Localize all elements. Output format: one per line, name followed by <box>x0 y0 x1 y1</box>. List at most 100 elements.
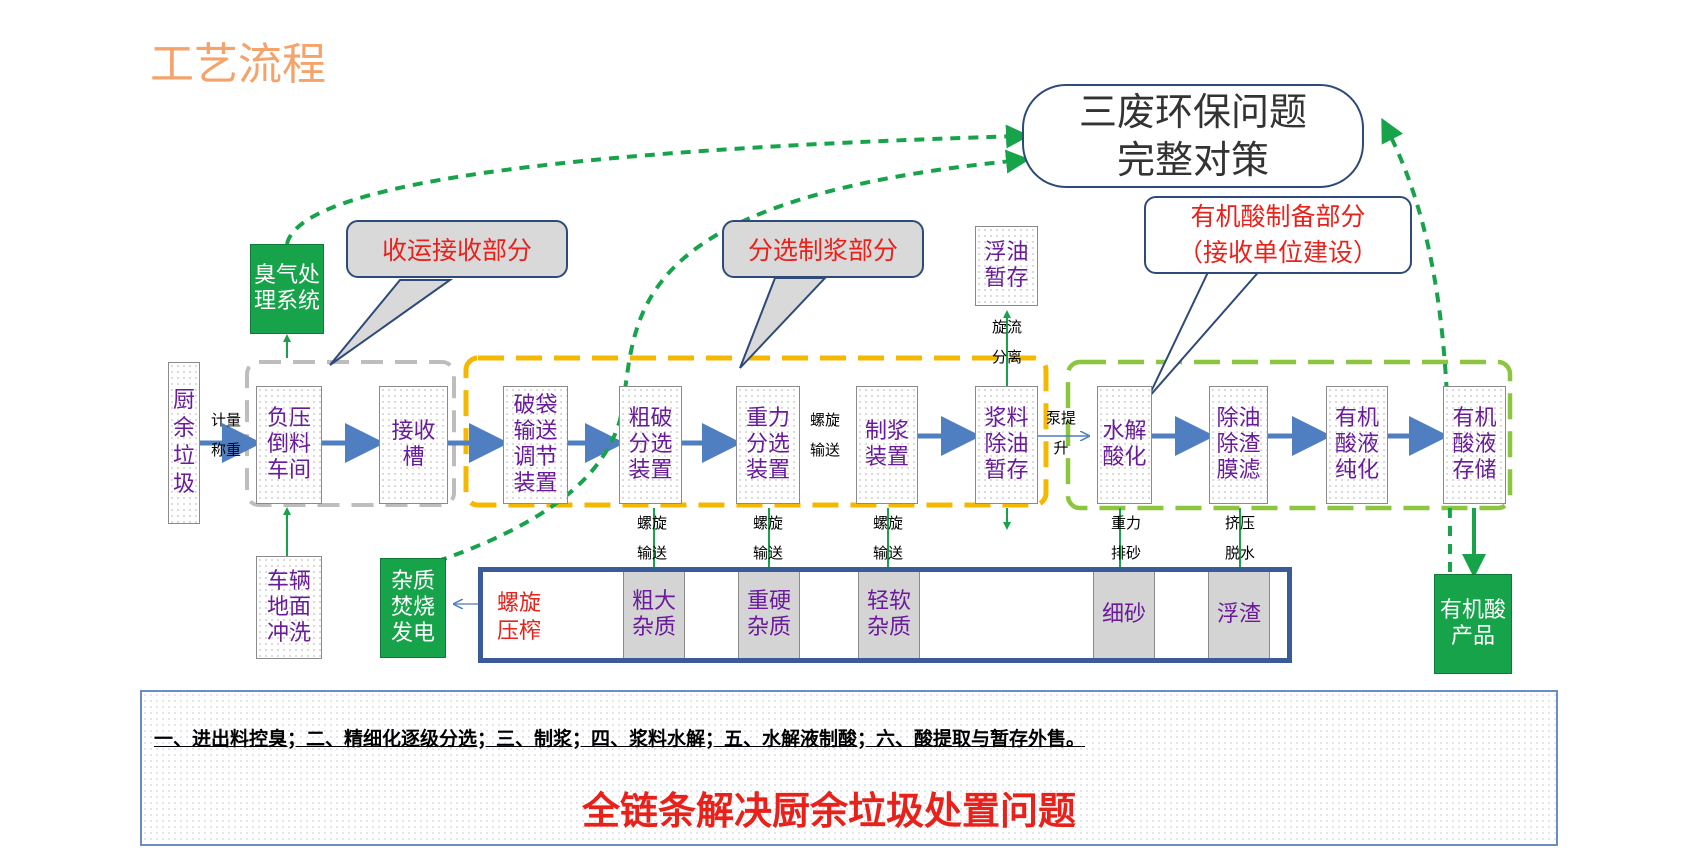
label-line: 旋流 <box>991 318 1022 336</box>
label-line: 升 <box>1053 439 1069 457</box>
node-text: 地面 <box>266 594 311 620</box>
node-text: 厨 <box>172 388 195 413</box>
node-text: 车间 <box>266 458 311 483</box>
node-text: 车辆 <box>266 568 311 594</box>
callout-sorting: 分选制浆部分 <box>722 220 924 278</box>
node-text: 有机 <box>1452 406 1497 431</box>
region-sorting <box>463 355 1049 508</box>
label-line: 输送 <box>752 544 783 562</box>
page-title: 工艺流程 <box>150 39 326 90</box>
label-line: 输送 <box>872 544 903 562</box>
node-text: 除油 <box>1216 406 1261 431</box>
label-pump-lift: 泵提 升 <box>1042 403 1080 463</box>
node-text: 臭气处 <box>253 263 320 288</box>
impurity-text: 浮渣 <box>1216 602 1261 627</box>
node-incineration: 杂质 焚烧 发电 <box>380 558 446 658</box>
press-line2: 压榨 <box>497 619 542 644</box>
node-hydrolysis: 水解 酸化 <box>1097 386 1152 504</box>
node-acid-storage: 有机 酸液 存储 <box>1443 386 1506 504</box>
node-text: 有机酸 <box>1439 598 1506 623</box>
node-text: 分选 <box>745 432 790 457</box>
node-text: 槽 <box>402 445 425 470</box>
node-text: 水解 <box>1102 419 1147 444</box>
node-text: 酸化 <box>1102 445 1147 470</box>
label-line: 输送 <box>809 441 840 459</box>
node-text: 发电 <box>390 621 435 646</box>
node-receiving-tank: 接收 槽 <box>379 386 448 504</box>
node-text: 装置 <box>864 445 909 470</box>
node-text: 存储 <box>1452 458 1497 483</box>
slogan-text: 全链条解决厨余垃圾处置问题 <box>582 788 1077 833</box>
node-float-oil-storage: 浮油 暂存 <box>975 226 1038 306</box>
label-line: 重力 <box>1110 514 1141 532</box>
node-coarse-sorting: 粗破 分选 装置 <box>619 386 682 504</box>
node-acid-purification: 有机 酸液 纯化 <box>1326 386 1388 504</box>
impurity-fine-sand: 细砂 <box>1093 572 1155 658</box>
summary-panel: 一、进出料控臭；二、精细化逐级分选；三、制浆；四、浆料水解；五、水解液制酸；六、… <box>140 690 1558 846</box>
node-text: 焚烧 <box>390 595 435 620</box>
impurity-light: 轻软 杂质 <box>858 572 920 658</box>
node-text: 杂质 <box>390 569 435 594</box>
impurity-text: 轻软 <box>866 589 911 614</box>
label-line: 分离 <box>991 348 1022 366</box>
node-unloading-room: 负压 倒料 车间 <box>256 386 322 504</box>
node-text: 分选 <box>628 432 673 457</box>
node-text: 产品 <box>1450 624 1495 649</box>
label-squeeze-dewater: 挤压 脱水 <box>1218 508 1262 568</box>
node-text: 装置 <box>628 458 673 483</box>
node-text: 膜滤 <box>1216 458 1261 483</box>
node-text: 负压 <box>266 406 311 431</box>
node-text: 酸液 <box>1452 432 1497 457</box>
node-text: 制浆 <box>864 419 909 444</box>
summary-text: 一、进出料控臭；二、精细化逐级分选；三、制浆；四、浆料水解；五、水解液制酸；六、… <box>154 728 1086 750</box>
node-text: 纯化 <box>1334 458 1379 483</box>
node-text: 浮油 <box>984 240 1029 265</box>
node-text: 装置 <box>513 471 558 496</box>
node-text: 余 <box>172 416 195 441</box>
node-text: 重力 <box>745 406 790 431</box>
node-slurry-storage: 浆料 除油 暂存 <box>975 386 1038 504</box>
node-text: 理系统 <box>253 289 320 314</box>
impurity-text: 粗大 <box>631 589 676 614</box>
goal-bubble: 三废环保问题 完整对策 <box>1022 84 1364 188</box>
label-line: 计量 <box>210 411 241 429</box>
node-text: 装置 <box>745 458 790 483</box>
node-text: 有机 <box>1334 406 1379 431</box>
node-pulping: 制浆 装置 <box>856 386 918 504</box>
impurity-text: 杂质 <box>631 615 676 640</box>
label-screw-conveyor: 螺旋 输送 <box>804 405 846 465</box>
node-text: 圾 <box>172 472 195 497</box>
label-line: 挤压 <box>1224 514 1255 532</box>
node-text: 冲洗 <box>266 620 311 646</box>
node-deoil-filter: 除油 除渣 膜滤 <box>1209 386 1268 504</box>
impurity-scum: 浮渣 <box>1208 572 1270 658</box>
label-line: 螺旋 <box>872 514 903 532</box>
label-gravity-sand: 重力 排砂 <box>1104 508 1148 568</box>
label-line: 螺旋 <box>636 514 667 532</box>
label-coarse-conveyor: 螺旋 输送 <box>630 508 674 568</box>
label-cyclone: 旋流 分离 <box>986 312 1028 372</box>
node-text: 除油 <box>984 432 1029 457</box>
node-text: 垃 <box>172 444 195 469</box>
impurity-text: 杂质 <box>746 615 791 640</box>
impurity-text: 细砂 <box>1101 602 1146 627</box>
node-text: 暂存 <box>984 458 1029 483</box>
goal-bubble-line2: 完整对策 <box>1116 138 1269 182</box>
node-text: 接收 <box>391 419 436 444</box>
node-bag-breaking: 破袋 输送 调节 装置 <box>503 386 568 504</box>
node-odor-treatment: 臭气处 理系统 <box>250 244 324 334</box>
node-text: 调节 <box>513 445 558 470</box>
node-acid-product: 有机酸 产品 <box>1434 574 1512 674</box>
node-text: 破袋 <box>513 393 558 418</box>
node-text: 粗破 <box>628 406 673 431</box>
callout-acid-line2: （接收单位建设） <box>1177 238 1378 267</box>
label-line: 脱水 <box>1224 544 1255 562</box>
node-text: 倒料 <box>266 432 311 457</box>
label-gravity-conveyor: 螺旋 输送 <box>746 508 790 568</box>
impurity-text: 重硬 <box>746 589 791 614</box>
impurity-text: 杂质 <box>866 615 911 640</box>
goal-bubble-line1: 三废环保问题 <box>1078 90 1307 134</box>
screw-press-label: 螺旋 压榨 <box>497 590 541 646</box>
node-text: 输送 <box>513 419 558 444</box>
